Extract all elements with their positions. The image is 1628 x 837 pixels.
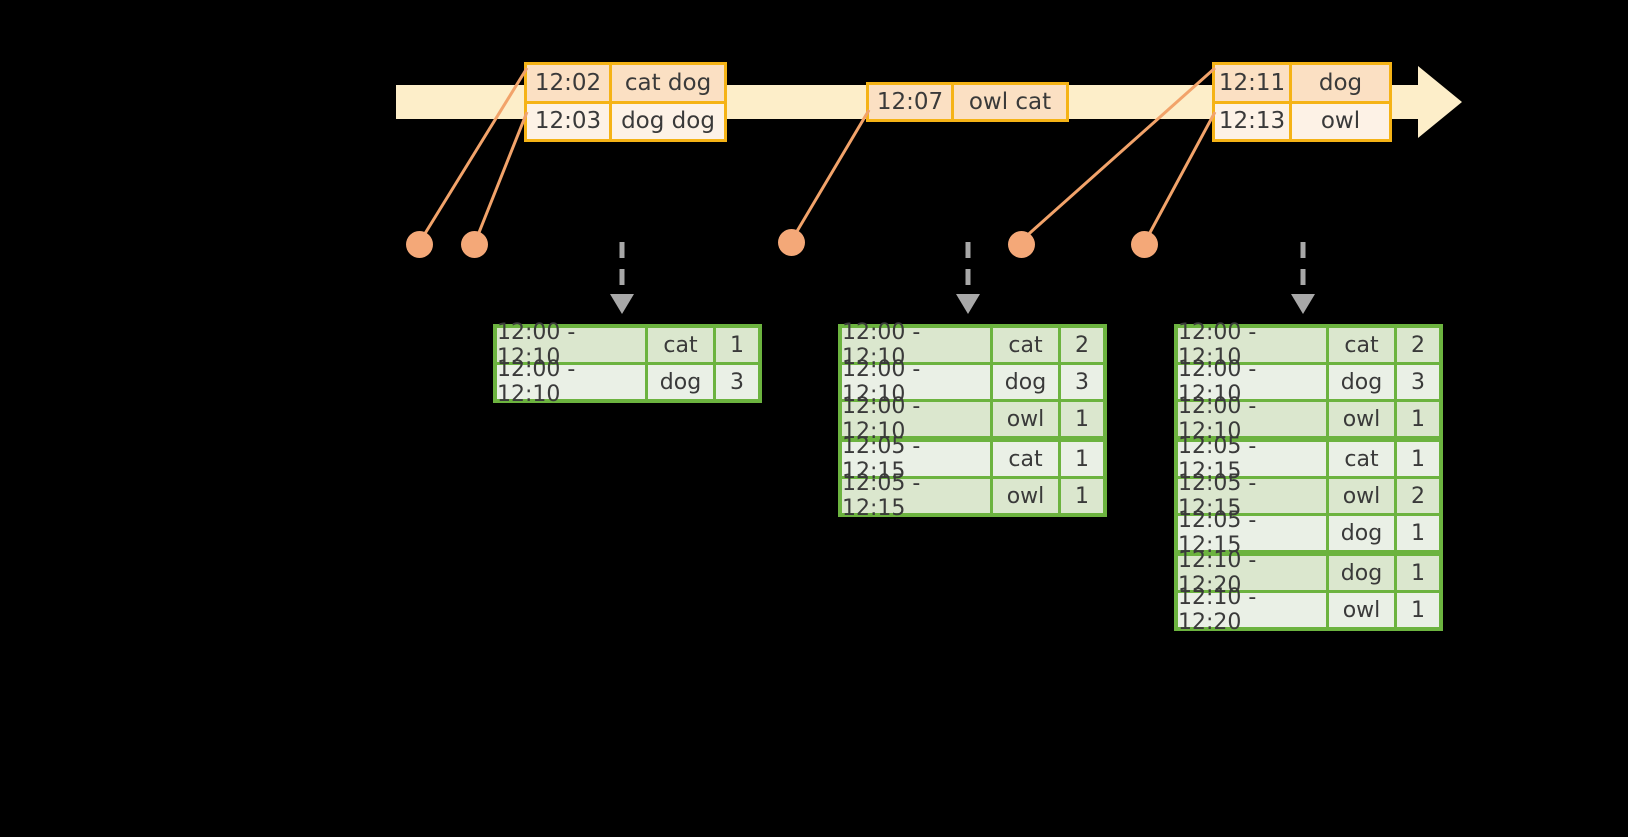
count-cell: 1: [1061, 402, 1103, 436]
source-dot[interactable]: [461, 231, 488, 258]
window-cell: 12:05 - 12:15: [1178, 508, 1326, 558]
word-cell: cat: [993, 328, 1058, 362]
word-cell: cat: [1329, 328, 1394, 362]
count-cell: 2: [1397, 328, 1439, 362]
window-cell: 12:00 - 12:10: [497, 357, 645, 407]
event-time: 12:03: [527, 103, 612, 139]
event-text: cat dog: [612, 65, 724, 101]
count-cell: 1: [1397, 442, 1439, 476]
window-cell: 12:05 - 12:15: [1178, 434, 1326, 484]
event-box-group-1[interactable]: 12:02 cat dog 12:03 dog dog: [524, 62, 727, 142]
count-cell: 1: [1061, 479, 1103, 513]
timeline-arrow-head: [1418, 66, 1462, 138]
event-time: 12:07: [869, 85, 954, 119]
count-cell: 3: [1061, 365, 1103, 399]
count-cell: 1: [1397, 593, 1439, 627]
event-time: 12:13: [1215, 103, 1292, 139]
word-cell: cat: [1329, 442, 1394, 476]
word-cell: dog: [1329, 556, 1394, 590]
word-cell: dog: [993, 365, 1058, 399]
count-cell: 1: [1397, 556, 1439, 590]
count-cell: 1: [716, 328, 758, 362]
word-cell: owl: [993, 479, 1058, 513]
window-cell: 12:00 - 12:10: [842, 320, 990, 370]
event-row[interactable]: 12:13 owl: [1215, 100, 1389, 139]
source-dot[interactable]: [1131, 231, 1158, 258]
window-cell: 12:05 - 12:15: [1178, 471, 1326, 521]
event-box-group-2[interactable]: 12:07 owl cat: [866, 82, 1069, 122]
word-cell: dog: [648, 365, 713, 399]
source-dot[interactable]: [406, 231, 433, 258]
word-cell: owl: [1329, 479, 1394, 513]
event-row[interactable]: 12:11 dog: [1215, 65, 1389, 101]
window-cell: 12:05 - 12:15: [842, 471, 990, 521]
window-cell: 12:00 - 12:10: [1178, 394, 1326, 444]
count-cell: 2: [1061, 328, 1103, 362]
event-text: owl cat: [954, 85, 1066, 119]
event-text: dog dog: [612, 103, 724, 139]
count-cell: 1: [1397, 402, 1439, 436]
count-cell: 2: [1397, 479, 1439, 513]
word-cell: dog: [1329, 365, 1394, 399]
event-row[interactable]: 12:02 cat dog: [527, 65, 724, 101]
event-row[interactable]: 12:03 dog dog: [527, 100, 724, 139]
word-cell: cat: [993, 442, 1058, 476]
event-time: 12:11: [1215, 65, 1292, 101]
source-dot[interactable]: [778, 229, 805, 256]
window-cell: 12:00 - 12:10: [1178, 320, 1326, 370]
event-box-group-3[interactable]: 12:11 dog 12:13 owl: [1212, 62, 1392, 142]
event-text: dog: [1292, 65, 1389, 101]
event-time: 12:02: [527, 65, 612, 101]
window-cell: 12:00 - 12:10: [497, 320, 645, 370]
word-cell: dog: [1329, 516, 1394, 550]
window-cell: 12:10 - 12:20: [1178, 548, 1326, 598]
word-cell: owl: [993, 402, 1058, 436]
window-cell: 12:10 - 12:20: [1178, 585, 1326, 635]
window-cell: 12:00 - 12:10: [842, 394, 990, 444]
count-cell: 3: [1397, 365, 1439, 399]
word-cell: cat: [648, 328, 713, 362]
event-row[interactable]: 12:07 owl cat: [869, 85, 1066, 119]
count-cell: 1: [1397, 516, 1439, 550]
count-cell: 3: [716, 365, 758, 399]
source-dot[interactable]: [1008, 231, 1035, 258]
word-cell: owl: [1329, 402, 1394, 436]
event-text: owl: [1292, 103, 1389, 139]
word-cell: owl: [1329, 593, 1394, 627]
count-cell: 1: [1061, 442, 1103, 476]
